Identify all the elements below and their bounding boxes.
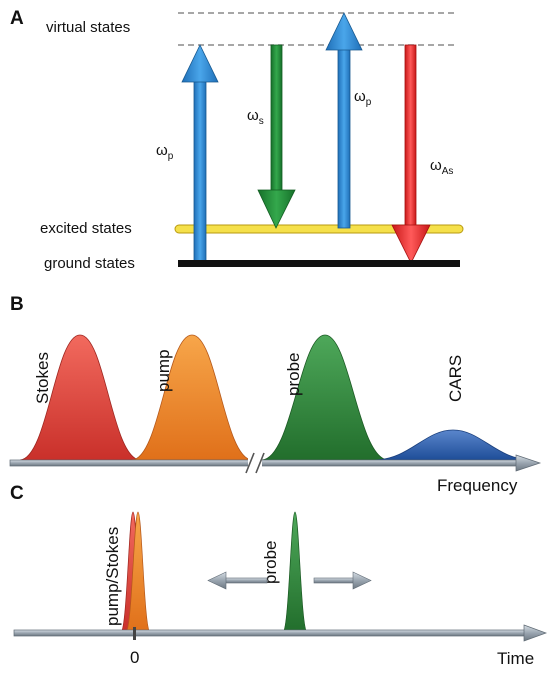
stokes-label: Stokes: [33, 352, 52, 404]
cars-label: CARS: [446, 355, 465, 402]
panel-b: B Stokes pump probe CARS Frequency: [9, 294, 542, 495]
omega-symbol: ω: [156, 142, 168, 159]
stokes-arrow: [257, 44, 296, 229]
omega-sub: p: [366, 97, 372, 108]
panel-c-letter: C: [10, 483, 24, 504]
excited-state-line: [174, 224, 464, 234]
probe-time-pulse: [282, 511, 308, 633]
delay-arrow-right: [313, 571, 372, 590]
omega-sub: As: [442, 166, 454, 177]
delay-arrow-left: [207, 571, 268, 590]
ground-state-line: [178, 260, 460, 267]
panel-b-letter: B: [10, 294, 24, 315]
omega-sub: s: [259, 116, 264, 127]
omega-pump-label-1: ωp: [156, 142, 174, 162]
probe-time-label: probe: [261, 541, 280, 584]
frequency-axis-label: Frequency: [437, 476, 518, 495]
frequency-axis: [9, 452, 542, 474]
omega-pump-label-2: ωp: [354, 88, 372, 108]
panel-a: A virtual states excited states: [10, 8, 464, 272]
panel-c: C pump/Stokes probe 0 Time: [10, 483, 548, 668]
time-axis: [13, 624, 548, 642]
cars-pulse: [374, 429, 532, 461]
probe-pulse: [261, 334, 389, 461]
anti-stokes-arrow: [391, 44, 431, 264]
pump-label: pump: [154, 349, 173, 392]
omega-anti-stokes-label: ωAs: [430, 157, 453, 177]
excited-states-label: excited states: [40, 220, 132, 237]
pump-stokes-time-label: pump/Stokes: [103, 527, 122, 626]
pump-arrow-2: [325, 12, 363, 229]
probe-label: probe: [284, 353, 303, 396]
virtual-states-label: virtual states: [46, 19, 130, 36]
pump-time-pulse: [125, 511, 151, 633]
omega-symbol: ω: [430, 157, 442, 174]
pump-arrow-1: [181, 44, 219, 264]
time-axis-label: Time: [497, 649, 534, 668]
pump-pulse: [131, 334, 253, 461]
stokes-pulse: [19, 334, 141, 461]
panel-a-letter: A: [10, 8, 24, 29]
omega-stokes-label: ωs: [247, 107, 264, 127]
ground-states-label: ground states: [44, 255, 135, 272]
time-zero-label: 0: [130, 648, 139, 667]
omega-sub: p: [168, 151, 174, 162]
omega-symbol: ω: [247, 107, 259, 124]
omega-symbol: ω: [354, 88, 366, 105]
